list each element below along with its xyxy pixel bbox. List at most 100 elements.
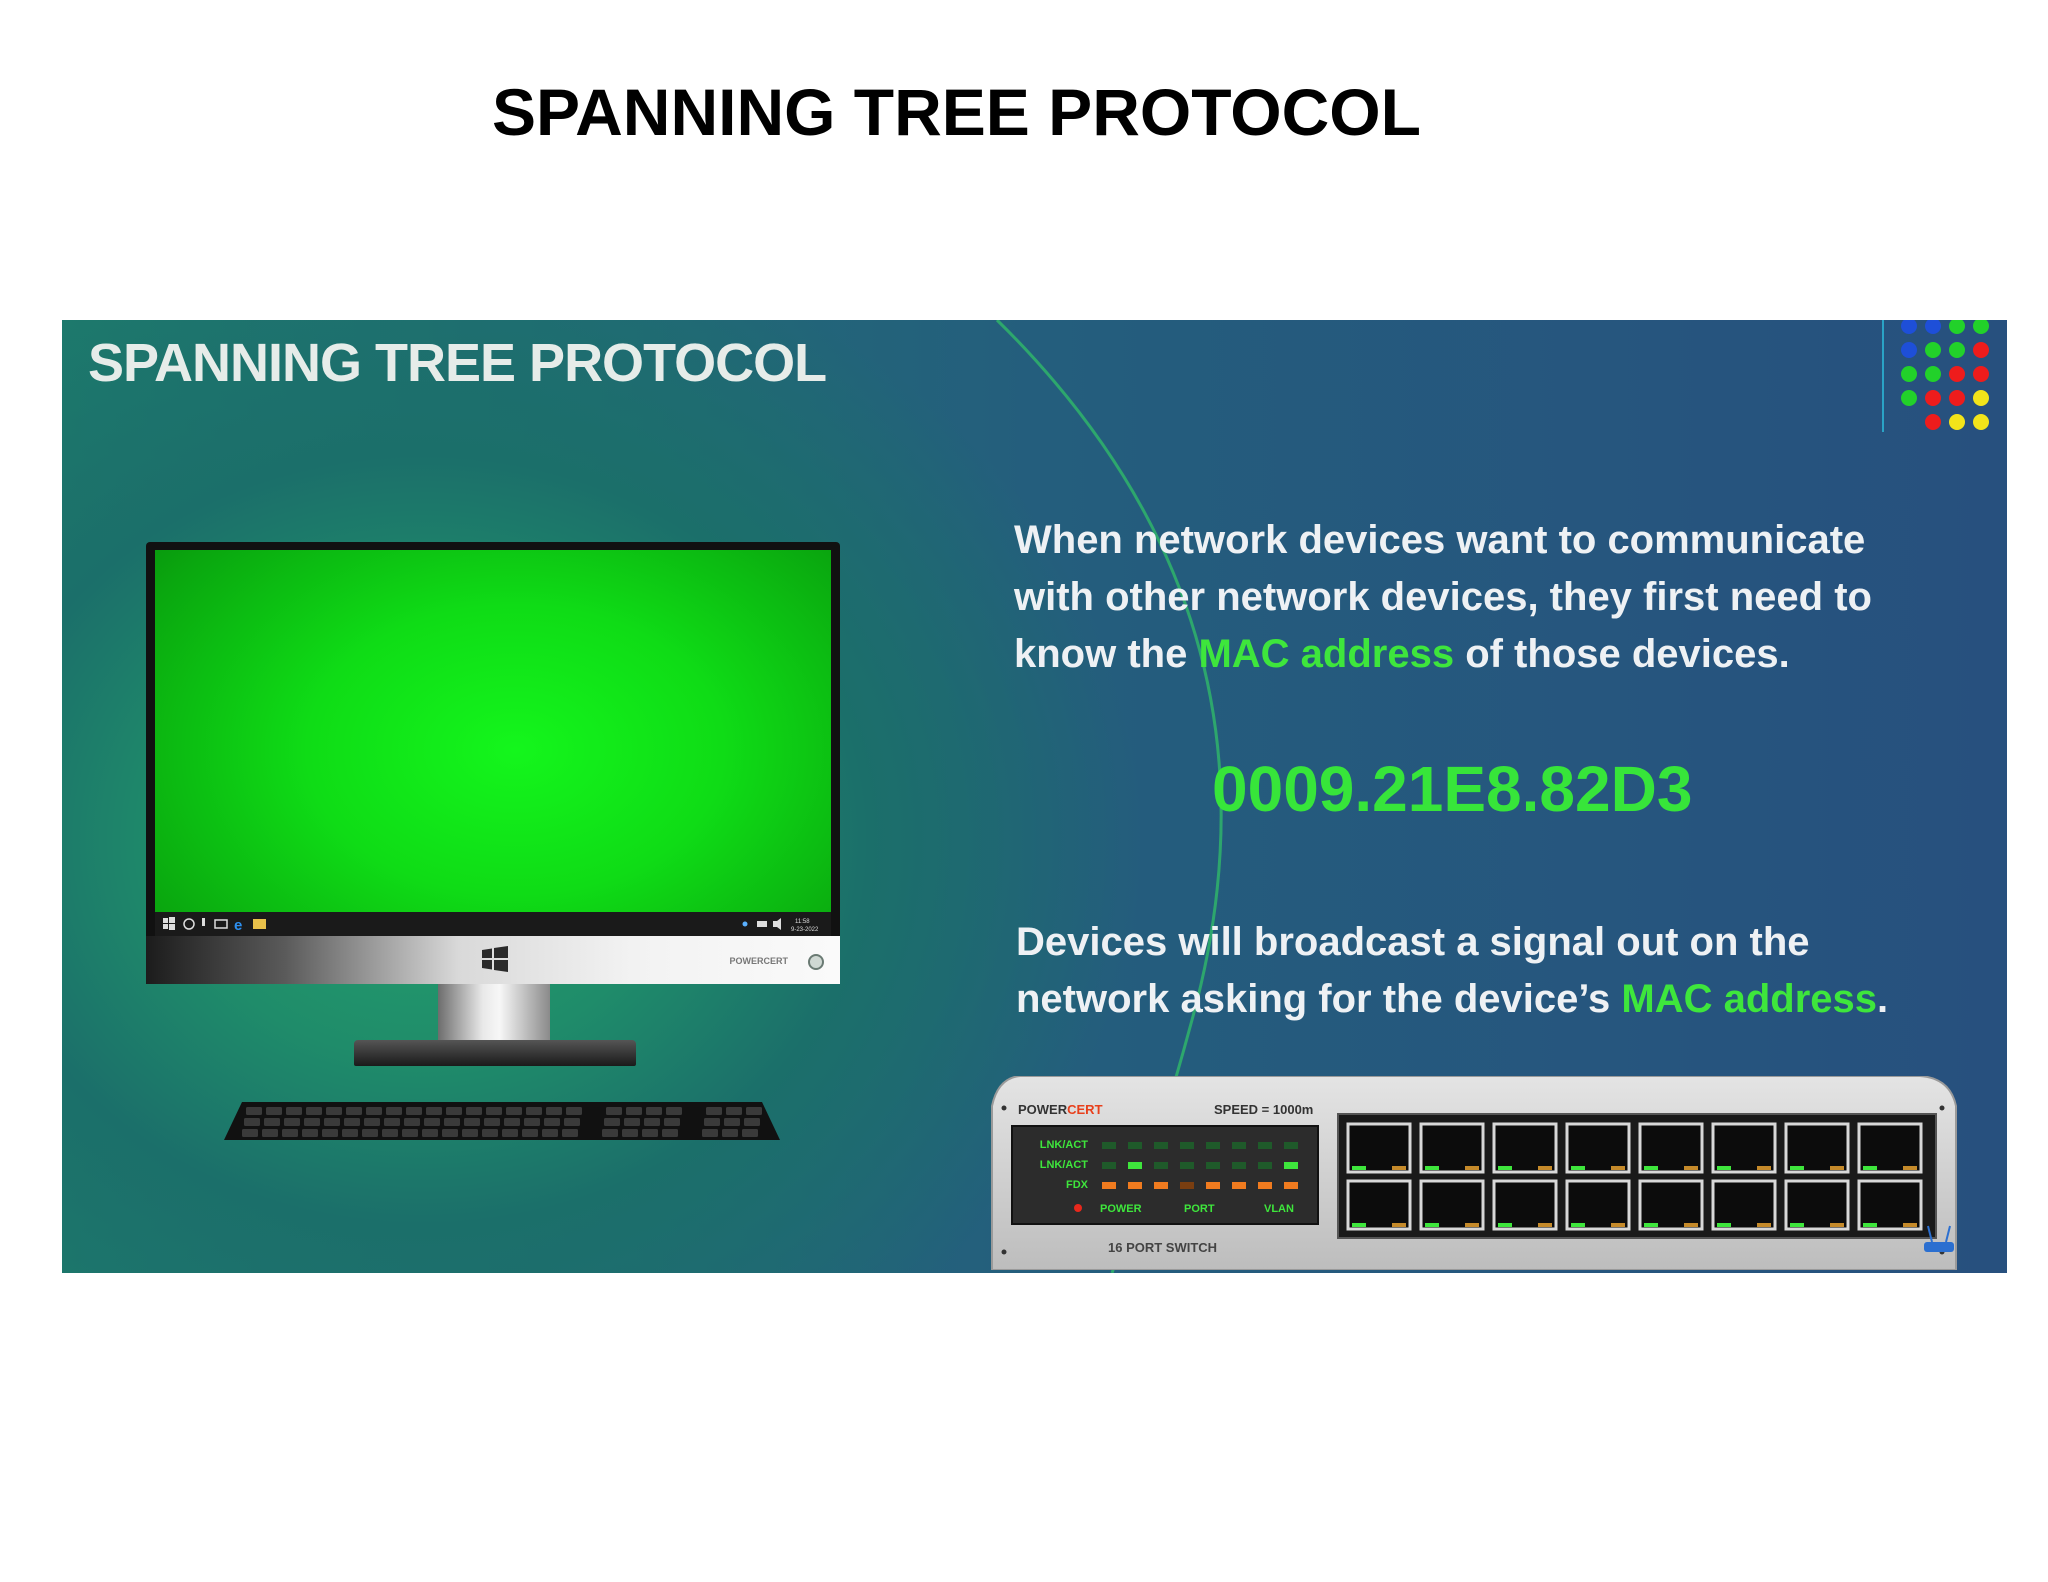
- status-led: [1128, 1142, 1142, 1149]
- keyboard-key: [422, 1129, 438, 1137]
- keyboard-key: [624, 1118, 640, 1126]
- power-led: [1074, 1204, 1082, 1212]
- network-switch: POWERCERT SPEED = 1000m LNK/ACT LNK/ACT …: [991, 1076, 1957, 1270]
- port-led: [1830, 1166, 1844, 1170]
- keyboard-key: [602, 1129, 618, 1137]
- logo-dot: [1973, 414, 1989, 430]
- port-led: [1611, 1166, 1625, 1170]
- ethernet-port: [1638, 1122, 1704, 1174]
- status-led: [1180, 1182, 1194, 1189]
- port-led: [1571, 1223, 1585, 1227]
- keyboard-key: [404, 1118, 420, 1126]
- paragraph2-mac-highlight: MAC address: [1621, 977, 1877, 1021]
- keyboard-key: [482, 1129, 498, 1137]
- port-led: [1465, 1223, 1479, 1227]
- port-led: [1790, 1166, 1804, 1170]
- ethernet-port: [1492, 1179, 1558, 1231]
- slide-title: SPANNING TREE PROTOCOL: [88, 333, 827, 393]
- ethernet-port: [1346, 1122, 1412, 1174]
- keyboard-key: [504, 1118, 520, 1126]
- status-led: [1180, 1162, 1194, 1169]
- keyboard-key: [366, 1107, 382, 1115]
- paragraph1-line3: know the MAC address of those devices.: [1014, 626, 1872, 683]
- port-led: [1863, 1166, 1877, 1170]
- status-led: [1258, 1162, 1272, 1169]
- keyboard-key: [506, 1107, 522, 1115]
- taskbar-icons: e 11:58 9-23-2022: [163, 917, 819, 934]
- logo-dot: [1925, 390, 1941, 406]
- logo-dot: [1901, 390, 1917, 406]
- logo-dot: [1949, 320, 1965, 334]
- keyboard-key: [546, 1107, 562, 1115]
- port-led: [1644, 1223, 1658, 1227]
- keyboard-key: [446, 1107, 462, 1115]
- port-led: [1392, 1166, 1406, 1170]
- port-led: [1425, 1223, 1439, 1227]
- port-led: [1392, 1223, 1406, 1227]
- keyboard-key: [342, 1129, 358, 1137]
- status-led: [1206, 1182, 1220, 1189]
- keyboard-key: [324, 1118, 340, 1126]
- port-led: [1571, 1166, 1585, 1170]
- keyboard-key: [744, 1118, 760, 1126]
- keyboard-key: [424, 1118, 440, 1126]
- ethernet-port: [1492, 1122, 1558, 1174]
- logo-dot: [1949, 390, 1965, 406]
- paragraph2-line1: Devices will broadcast a signal out on t…: [1016, 920, 1810, 964]
- ethernet-port: [1784, 1179, 1850, 1231]
- ethernet-port: [1711, 1179, 1777, 1231]
- switch-label-port: PORT: [1184, 1203, 1215, 1215]
- keyboard-key: [462, 1129, 478, 1137]
- keyboard-key: [666, 1107, 682, 1115]
- keyboard-key: [566, 1107, 582, 1115]
- logo-dot: [1925, 366, 1941, 382]
- keyboard-key: [644, 1118, 660, 1126]
- port-led: [1498, 1166, 1512, 1170]
- logo-dot: [1949, 366, 1965, 382]
- keyboard-key: [706, 1107, 722, 1115]
- switch-model-label: 16 PORT SWITCH: [1108, 1240, 1217, 1255]
- keyboard-key: [344, 1118, 360, 1126]
- port-led: [1352, 1223, 1366, 1227]
- switch-label-vlan: VLAN: [1264, 1203, 1294, 1215]
- switch-brand-power: POWER: [1018, 1102, 1068, 1117]
- keyboard-key: [606, 1107, 622, 1115]
- keyboard-key: [522, 1129, 538, 1137]
- keyboard-key: [386, 1107, 402, 1115]
- keyboard-key: [626, 1107, 642, 1115]
- keyboard-key: [502, 1129, 518, 1137]
- switch-row-lnk-act-2: LNK/ACT: [1040, 1159, 1089, 1171]
- port-led: [1757, 1223, 1771, 1227]
- logo-dot: [1949, 342, 1965, 358]
- status-led: [1102, 1182, 1116, 1189]
- colored-dots-logo: [1901, 320, 1989, 430]
- switch-row-fdx: FDX: [1066, 1179, 1089, 1191]
- svg-text:e: e: [234, 917, 242, 934]
- ethernet-port: [1419, 1179, 1485, 1231]
- keyboard-key: [382, 1129, 398, 1137]
- keyboard-key: [306, 1107, 322, 1115]
- keyboard-key: [286, 1107, 302, 1115]
- port-led: [1644, 1166, 1658, 1170]
- keyboard-key: [242, 1129, 258, 1137]
- keyboard-key: [402, 1129, 418, 1137]
- port-led: [1684, 1223, 1698, 1227]
- status-led: [1284, 1142, 1298, 1149]
- switch-speed-label: SPEED = 1000m: [1214, 1102, 1313, 1117]
- keyboard-key: [604, 1118, 620, 1126]
- logo-dot: [1973, 320, 1989, 334]
- ethernet-port: [1565, 1122, 1631, 1174]
- port-led: [1757, 1166, 1771, 1170]
- keyboard-key: [722, 1129, 738, 1137]
- ethernet-port: [1419, 1122, 1485, 1174]
- keyboard-key: [664, 1118, 680, 1126]
- keyboard-key: [364, 1118, 380, 1126]
- keyboard-key: [322, 1129, 338, 1137]
- keyboard-key: [466, 1107, 482, 1115]
- keyboard-key: [302, 1129, 318, 1137]
- taskbar-clock-time: 11:58: [795, 919, 810, 925]
- paragraph1-line3-after: of those devices.: [1454, 632, 1790, 676]
- keyboard-key: [284, 1118, 300, 1126]
- logo-dot: [1925, 342, 1941, 358]
- keyboard-key: [642, 1129, 658, 1137]
